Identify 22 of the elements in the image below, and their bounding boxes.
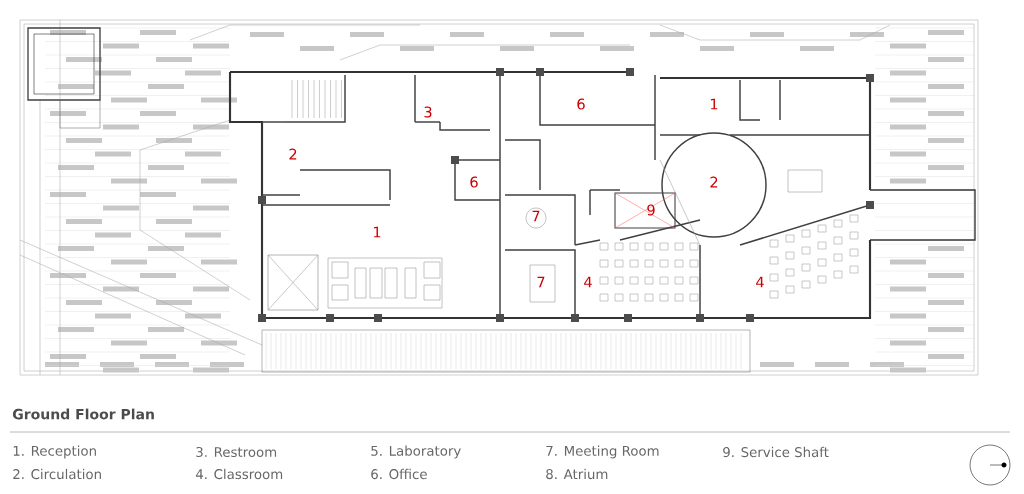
legend-entry: 4. Classroom: [195, 468, 283, 480]
callout-number: 1: [373, 226, 381, 238]
callout-number: 9: [647, 204, 655, 216]
callout-number: 7: [537, 276, 545, 288]
legend-entry: 9. Service Shaft: [723, 446, 829, 458]
callout-number: 4: [756, 276, 764, 288]
legend-entry: 5. Laboratory: [371, 445, 461, 459]
callout-number: 7: [532, 210, 540, 222]
callout-number: 2: [710, 176, 718, 188]
callout-number: 6: [470, 176, 478, 188]
legend-entry: 6. Office: [371, 468, 427, 480]
legend-entry: 1. Reception: [13, 445, 96, 459]
callout-number: 2: [289, 148, 297, 160]
legend-entry: 7. Meeting Room: [546, 445, 659, 459]
legend-entry: 8. Atrium: [546, 468, 608, 480]
callout-number: 4: [584, 276, 592, 288]
callout-number: 3: [424, 106, 432, 118]
callout-number: 1: [710, 98, 718, 110]
legend-entry: 2. Circulation: [13, 468, 101, 480]
callout-number: 6: [577, 98, 585, 110]
plan-title: Ground Floor Plan: [12, 408, 154, 420]
legend-entry: 3. Restroom: [196, 446, 277, 458]
